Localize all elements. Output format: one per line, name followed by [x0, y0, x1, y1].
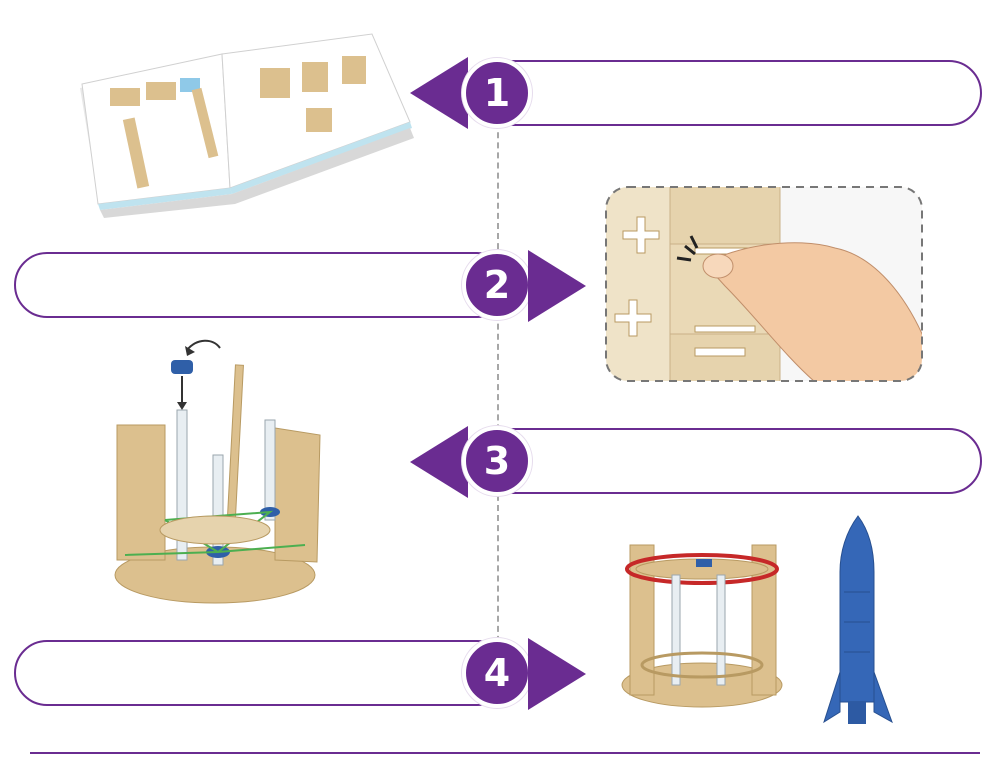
step-2-text-box [14, 252, 510, 318]
step-1-text-box [470, 60, 982, 126]
manual-booklet-image [80, 33, 414, 218]
step-4-text-box [14, 640, 510, 706]
step-4-badge: 4 [462, 638, 532, 708]
step-connector-line [497, 92, 499, 652]
bottom-divider [30, 752, 980, 754]
step-1-arrow-left-icon [410, 57, 468, 129]
step-2-arrow-right-icon [528, 250, 586, 322]
tab-press-closeup-image [605, 186, 923, 382]
launcher-assembly-image [114, 339, 321, 604]
step-3-badge: 3 [462, 426, 532, 496]
step-1-badge: 1 [462, 58, 532, 128]
step-2-badge: 2 [462, 250, 532, 320]
rocket-image [823, 515, 893, 724]
step-3-text-box [470, 428, 982, 494]
step-4-arrow-right-icon [528, 638, 586, 710]
finished-launcher-image [621, 544, 783, 708]
step-3-arrow-left-icon [410, 426, 468, 498]
